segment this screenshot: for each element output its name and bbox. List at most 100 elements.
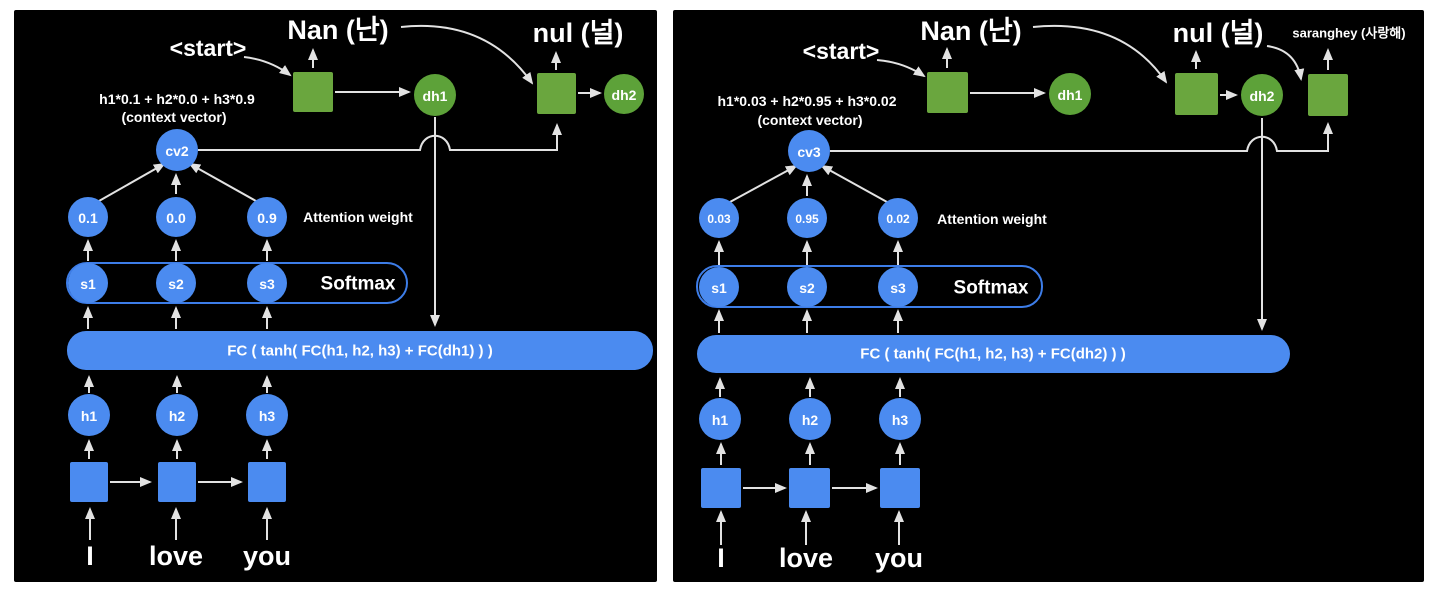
arrow-start-to-decoder1 — [876, 59, 926, 78]
decoder-cell-2 — [537, 73, 576, 114]
arrow-output2-to-decoder3 — [1266, 45, 1305, 81]
hidden-label-h1: h1 — [712, 412, 729, 428]
softmax-label: Softmax — [321, 274, 396, 295]
arrow-start-to-decoder1 — [243, 56, 292, 77]
attention-weight-caption: Attention weight — [937, 211, 1047, 227]
connectors-right — [714, 24, 1333, 545]
arrow-cv-to-decoder3 — [830, 122, 1333, 152]
score-node-s1 — [68, 263, 108, 303]
context-vector-node — [156, 129, 198, 171]
score-node-s3 — [878, 267, 918, 307]
encoder-cell-2 — [789, 468, 830, 508]
panel-decoder-step-3: <start> Nan (난) nul (널) saranghey (사랑해) … — [673, 10, 1424, 582]
arrow-weight3-to-cv — [188, 163, 257, 202]
attention-weight-node-3 — [878, 198, 918, 238]
fc-box — [67, 331, 653, 370]
encoder-cell-2 — [158, 462, 196, 502]
context-vector-label: cv3 — [797, 144, 821, 160]
decoder-cell-1 — [927, 72, 968, 113]
output-word-2: nul (널) — [533, 18, 624, 48]
hidden-state-h1 — [699, 398, 741, 440]
attention-weight-caption: Attention weight — [303, 209, 413, 225]
decoder-state-dh2 — [604, 74, 644, 114]
start-token-label: <start> — [803, 38, 880, 64]
context-caption: (context vector) — [121, 109, 226, 125]
encoder-cell-1 — [701, 468, 741, 508]
panel-background-right — [673, 10, 1424, 582]
score-label-s1: s1 — [711, 280, 727, 296]
score-label-s2: s2 — [799, 280, 815, 296]
arrow-weight1-to-cv — [98, 163, 166, 202]
softmax-label: Softmax — [954, 278, 1029, 299]
fc-box — [697, 335, 1290, 373]
softmax-box — [66, 262, 408, 304]
context-vector-node — [788, 130, 830, 172]
decoder-state-dh1 — [414, 74, 456, 116]
hidden-label-h3: h3 — [259, 408, 276, 424]
attention-weight-1: 0.1 — [78, 210, 98, 226]
score-node-s2 — [787, 267, 827, 307]
output-word-2: nul (널) — [1173, 18, 1264, 48]
fc-formula: FC ( tanh( FC(h1, h2, h3) + FC(dh2) ) ) — [860, 346, 1125, 363]
encoder-cell-3 — [248, 462, 286, 502]
attention-weight-node-2 — [156, 197, 196, 237]
attention-weight-2: 0.95 — [795, 212, 819, 226]
attention-weight-node-1 — [699, 198, 739, 238]
input-word-3: you — [875, 543, 923, 573]
dh1-label: dh1 — [423, 88, 448, 104]
context-formula: h1*0.1 + h2*0.0 + h3*0.9 — [99, 91, 255, 107]
arrow-output1-to-decoder2 — [1032, 24, 1168, 84]
hidden-state-h1 — [68, 394, 110, 436]
input-word-1: I — [86, 541, 94, 571]
arrow-weight1-to-cv — [729, 165, 798, 203]
score-node-s2 — [156, 263, 196, 303]
attention-weight-3: 0.02 — [886, 212, 910, 226]
arrow-weight3-to-cv — [820, 165, 888, 203]
encoder-cell-1 — [70, 462, 108, 502]
context-caption: (context vector) — [757, 112, 862, 128]
hidden-label-h3: h3 — [892, 412, 909, 428]
dh2-label: dh2 — [612, 87, 637, 103]
decoder-state-dh1 — [1049, 73, 1091, 115]
score-label-s2: s2 — [168, 276, 184, 292]
score-node-s3 — [247, 263, 287, 303]
context-formula: h1*0.03 + h2*0.95 + h3*0.02 — [717, 93, 896, 109]
arrow-output1-to-decoder2 — [400, 24, 534, 85]
decoder-cell-1 — [293, 72, 333, 112]
output-word-3: saranghey (사랑해) — [1292, 26, 1405, 41]
attention-weight-node-1 — [68, 197, 108, 237]
attention-weight-node-3 — [247, 197, 287, 237]
output-word-1: Nan (난) — [920, 16, 1021, 46]
attention-weight-node-2 — [787, 198, 827, 238]
score-label-s3: s3 — [259, 276, 275, 292]
arrow-cv-to-decoder2 — [198, 123, 562, 151]
attention-weight-3: 0.9 — [257, 210, 277, 226]
hidden-state-h2 — [789, 398, 831, 440]
hidden-label-h2: h2 — [169, 408, 186, 424]
hidden-label-h1: h1 — [81, 408, 98, 424]
attention-weight-2: 0.0 — [166, 210, 186, 226]
input-word-2: love — [779, 543, 833, 573]
panel-decoder-step-2: <start> Nan (난) nul (널) h1*0.1 + h2*0.0 … — [14, 10, 657, 582]
hidden-state-h3 — [246, 394, 288, 436]
encoder-cell-3 — [880, 468, 920, 508]
dh1-label: dh1 — [1058, 87, 1083, 103]
hidden-state-h3 — [879, 398, 921, 440]
input-word-1: I — [717, 543, 725, 573]
fc-formula: FC ( tanh( FC(h1, h2, h3) + FC(dh1) ) ) — [227, 343, 492, 360]
score-label-s1: s1 — [80, 276, 96, 292]
input-word-2: love — [149, 541, 203, 571]
softmax-box — [696, 265, 1043, 308]
input-word-3: you — [243, 541, 291, 571]
hidden-state-h2 — [156, 394, 198, 436]
dh2-label: dh2 — [1250, 88, 1275, 104]
context-vector-label: cv2 — [165, 143, 189, 159]
connectors-left — [83, 24, 602, 540]
decoder-state-dh2 — [1241, 74, 1283, 116]
score-node-s1 — [699, 267, 739, 307]
start-token-label: <start> — [170, 35, 247, 61]
hidden-label-h2: h2 — [802, 412, 819, 428]
decoder-cell-2 — [1175, 73, 1218, 115]
